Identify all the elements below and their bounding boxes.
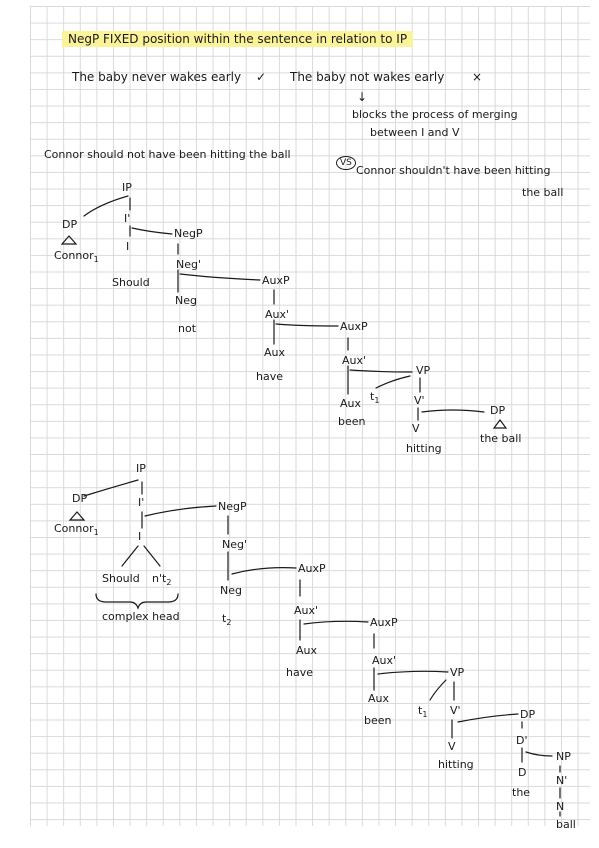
- t1-been: been: [338, 415, 366, 428]
- t2-complex-head: complex head: [102, 610, 180, 623]
- t2-dp: DP: [72, 492, 88, 505]
- t2-aux-bar-1: Aux': [294, 604, 319, 617]
- t2-n-bar: N': [556, 774, 568, 787]
- t2-n: N: [556, 800, 565, 813]
- t1-the-ball: the ball: [480, 432, 522, 445]
- ok-mark: ✓: [256, 70, 267, 84]
- t1-ip-to-dp: [83, 195, 129, 217]
- t2-dbar-to-np: [525, 751, 553, 757]
- t2-ip-to-dp: [83, 479, 139, 497]
- bad-sentence: The baby not wakes early: [290, 70, 445, 84]
- t2-i-to-should: [121, 545, 139, 567]
- t1-dp: DP: [62, 218, 78, 231]
- t1-vp-to-t: [375, 375, 411, 389]
- t1-auxbar2-to-vp: [349, 369, 413, 373]
- t2-ip: IP: [136, 462, 146, 475]
- t1-auxp-2: AuxP: [340, 320, 368, 333]
- t2-v: V: [448, 740, 456, 753]
- t1-neg: Neg: [175, 294, 197, 307]
- t2-complex-brace: [95, 593, 179, 610]
- t1-subj-dp-triangle: [60, 235, 78, 245]
- t2-aux-bar-2: Aux': [372, 654, 397, 667]
- t2-neg-bar: Neg': [222, 538, 248, 551]
- t2-auxbar2-to-vp: [377, 670, 449, 675]
- t2-ball: ball: [556, 818, 576, 831]
- t2-auxp-2: AuxP: [370, 616, 398, 629]
- t2-neg: Neg: [220, 584, 242, 597]
- t2-dp-obj: DP: [520, 708, 536, 721]
- vs-badge: VS: [336, 156, 356, 170]
- t2-v-bar: V': [450, 704, 461, 717]
- t1-auxp-1: AuxP: [262, 274, 290, 287]
- t1-ibar-to-negp: [131, 227, 173, 235]
- t2-i-bar: I': [138, 496, 145, 509]
- t2-vbar-to-dp: [457, 713, 519, 723]
- t1-v: V: [412, 422, 420, 435]
- t2-negbar-to-auxp: [231, 567, 297, 575]
- t1-vbar-to-dp: [421, 409, 485, 413]
- t1-aux-bar-1: Aux': [265, 308, 290, 321]
- t1-aux-bar-2: Aux': [342, 354, 367, 367]
- t1-aux-2: Aux: [340, 397, 362, 410]
- ok-sentence: The baby never wakes early: [72, 70, 242, 84]
- t2-vp-to-t: [429, 679, 447, 701]
- header-title: NegP FIXED position within the sentence …: [62, 31, 414, 47]
- t2-auxbar-to-auxp: [303, 620, 369, 625]
- t1-v-bar: V': [414, 394, 425, 407]
- t1-connor: Connor1: [54, 249, 99, 264]
- t1-not: not: [178, 322, 197, 335]
- t2-trace-1: t1: [418, 704, 428, 719]
- t1-hitting: hitting: [406, 442, 442, 455]
- t2-been: been: [364, 714, 392, 727]
- contrast-right-line-1: Connor shouldn't have been hitting: [356, 164, 551, 177]
- note-line-1: blocks the process of merging: [352, 108, 518, 121]
- t2-trace-2: t2: [222, 612, 232, 627]
- t2-i-to-nt: [143, 545, 161, 567]
- contrast-right-line-2: the ball: [522, 186, 564, 199]
- t2-subj-dp-triangle: [68, 511, 86, 521]
- t2-have: have: [286, 666, 313, 679]
- t1-auxbar-to-auxp: [275, 323, 339, 327]
- contrast-left: Connor should not have been hitting the …: [44, 148, 291, 161]
- t2-the: the: [512, 786, 531, 799]
- t2-ibar-to-negp: [144, 505, 217, 517]
- t2-aux-1: Aux: [296, 644, 318, 657]
- graph-paper-grid: [30, 6, 590, 826]
- t2-d: D: [518, 766, 527, 779]
- t2-d-bar: D': [516, 734, 528, 747]
- t1-ip: IP: [122, 181, 132, 194]
- t1-i: I: [126, 240, 130, 253]
- t2-aux-2: Aux: [368, 692, 390, 705]
- t2-connor: Connor1: [54, 522, 99, 537]
- t2-negp: NegP: [218, 500, 247, 513]
- t1-dp-obj: DP: [490, 404, 506, 417]
- t2-should: Should: [102, 572, 140, 585]
- t1-neg-bar: Neg': [176, 258, 202, 271]
- t1-have: have: [256, 370, 283, 383]
- down-arrow: ↓: [357, 90, 368, 104]
- note-line-2: between I and V: [370, 126, 460, 139]
- t1-i-bar: I': [124, 212, 131, 225]
- t2-hitting: hitting: [438, 758, 474, 771]
- t1-should: Should: [112, 276, 150, 289]
- t1-aux-1: Aux: [264, 346, 286, 359]
- t2-np: NP: [556, 750, 571, 763]
- t2-auxp-1: AuxP: [298, 562, 326, 575]
- t1-trace-1: t1: [370, 390, 380, 405]
- t1-dp-triangle: [492, 419, 508, 429]
- t1-negbar-to-auxp: [179, 273, 261, 281]
- t2-i: I: [138, 530, 142, 543]
- t2-nt: n't2: [152, 572, 172, 587]
- t2-vp: VP: [450, 666, 465, 679]
- bad-mark: ×: [472, 70, 483, 84]
- t1-negp: NegP: [174, 227, 203, 240]
- t1-vp: VP: [416, 364, 431, 377]
